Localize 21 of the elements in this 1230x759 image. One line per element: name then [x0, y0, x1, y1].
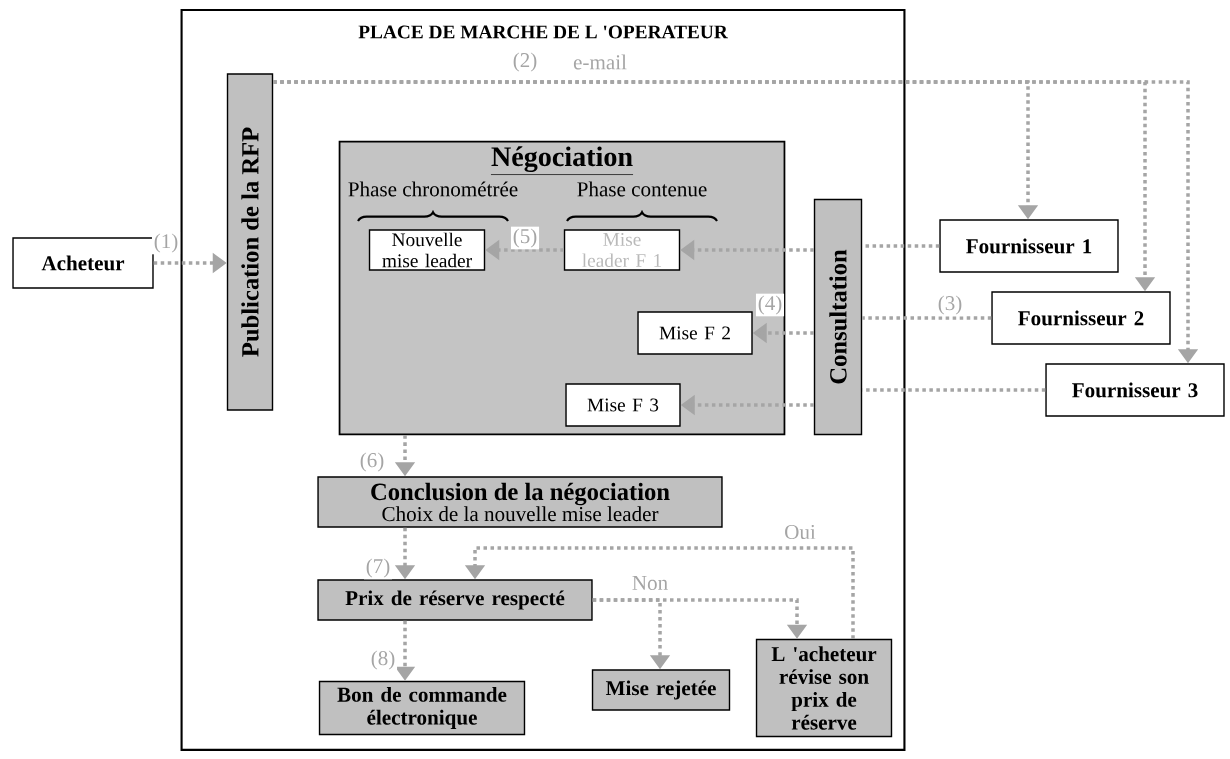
process-box: Prix de réserve respecté	[317, 579, 593, 621]
edge-label: Non	[630, 574, 670, 592]
process-box: Fournisseur 1	[939, 219, 1119, 273]
bid-box: Mise leader F 1	[563, 229, 681, 271]
vertical-box: Publication de la RFP	[226, 73, 274, 411]
phase-label: Phase chronométrée	[348, 181, 518, 197]
edge-label: Oui	[782, 523, 818, 541]
process-box: Mise rejetée	[591, 669, 731, 711]
bid-box: Mise F 3	[565, 383, 681, 427]
process-box: Fournisseur 3	[1045, 363, 1225, 417]
edge-label: (3)	[935, 293, 965, 317]
vertical-box: Consultation	[813, 198, 863, 436]
process-box: Conclusion de la négociation Choix de la nouvelle mise leader	[317, 476, 723, 528]
bid-box: Nouvelle mise leader	[368, 229, 486, 271]
edge-label: (1)	[151, 231, 181, 255]
bid-box: Mise F 2	[637, 311, 753, 355]
process-box: L 'acheteur révise son prix de réserve	[755, 638, 893, 738]
phase-label: Phase contenue	[577, 181, 707, 197]
process-box: Fournisseur 2	[991, 291, 1171, 345]
process-box: Bon de commande électronique	[318, 680, 526, 736]
process-box: Acheteur	[12, 237, 154, 289]
